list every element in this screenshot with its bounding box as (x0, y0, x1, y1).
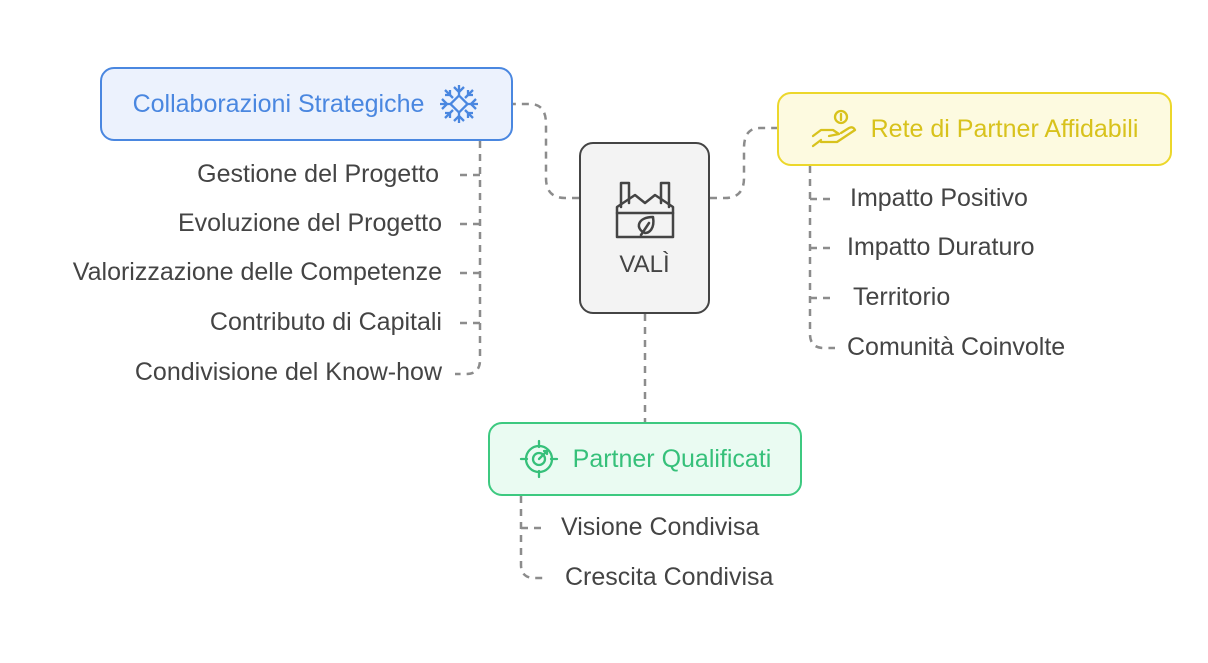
list-item: Gestione del Progetto (197, 160, 439, 188)
branch-title: Partner Qualificati (572, 444, 772, 473)
branch-rete-di-partner-affidabili[interactable]: Rete di Partner Affidabili (777, 92, 1172, 166)
central-node-label: VALÌ (619, 251, 670, 278)
connector-center-rete (710, 126, 777, 200)
factory-leaf-icon (613, 177, 677, 241)
list-item: Comunità Coinvolte (847, 333, 1066, 361)
list-item: Valorizzazione delle Competenze (72, 258, 442, 286)
list-item: Evoluzione del Progetto (177, 209, 442, 237)
list-item: Condivisione del Know-how (134, 358, 442, 386)
branch-title: Collaborazioni Strategiche (132, 89, 425, 118)
branch-collaborazioni-strategiche[interactable]: Collaborazioni Strategiche (100, 67, 513, 141)
list-item: Territorio (853, 283, 951, 311)
list-item: Crescita Condivisa (565, 563, 774, 591)
connector-partner-trunk (519, 496, 546, 580)
list-item: Visione Condivisa (561, 513, 760, 541)
connector-center-collaborazioni (513, 102, 579, 200)
hand-coin-icon (811, 108, 857, 150)
target-crosshair-icon (519, 439, 559, 479)
snowflake-network-icon (438, 83, 480, 125)
list-item: Impatto Duraturo (847, 233, 1035, 261)
branch-title: Rete di Partner Affidabili (870, 114, 1139, 143)
branch-partner-qualificati[interactable]: Partner Qualificati (488, 422, 802, 496)
central-node[interactable]: VALÌ (579, 142, 710, 314)
connector-rete-trunk (808, 166, 835, 350)
list-item: Impatto Positivo (850, 184, 1028, 212)
list-item: Contributo di Capitali (209, 308, 442, 336)
